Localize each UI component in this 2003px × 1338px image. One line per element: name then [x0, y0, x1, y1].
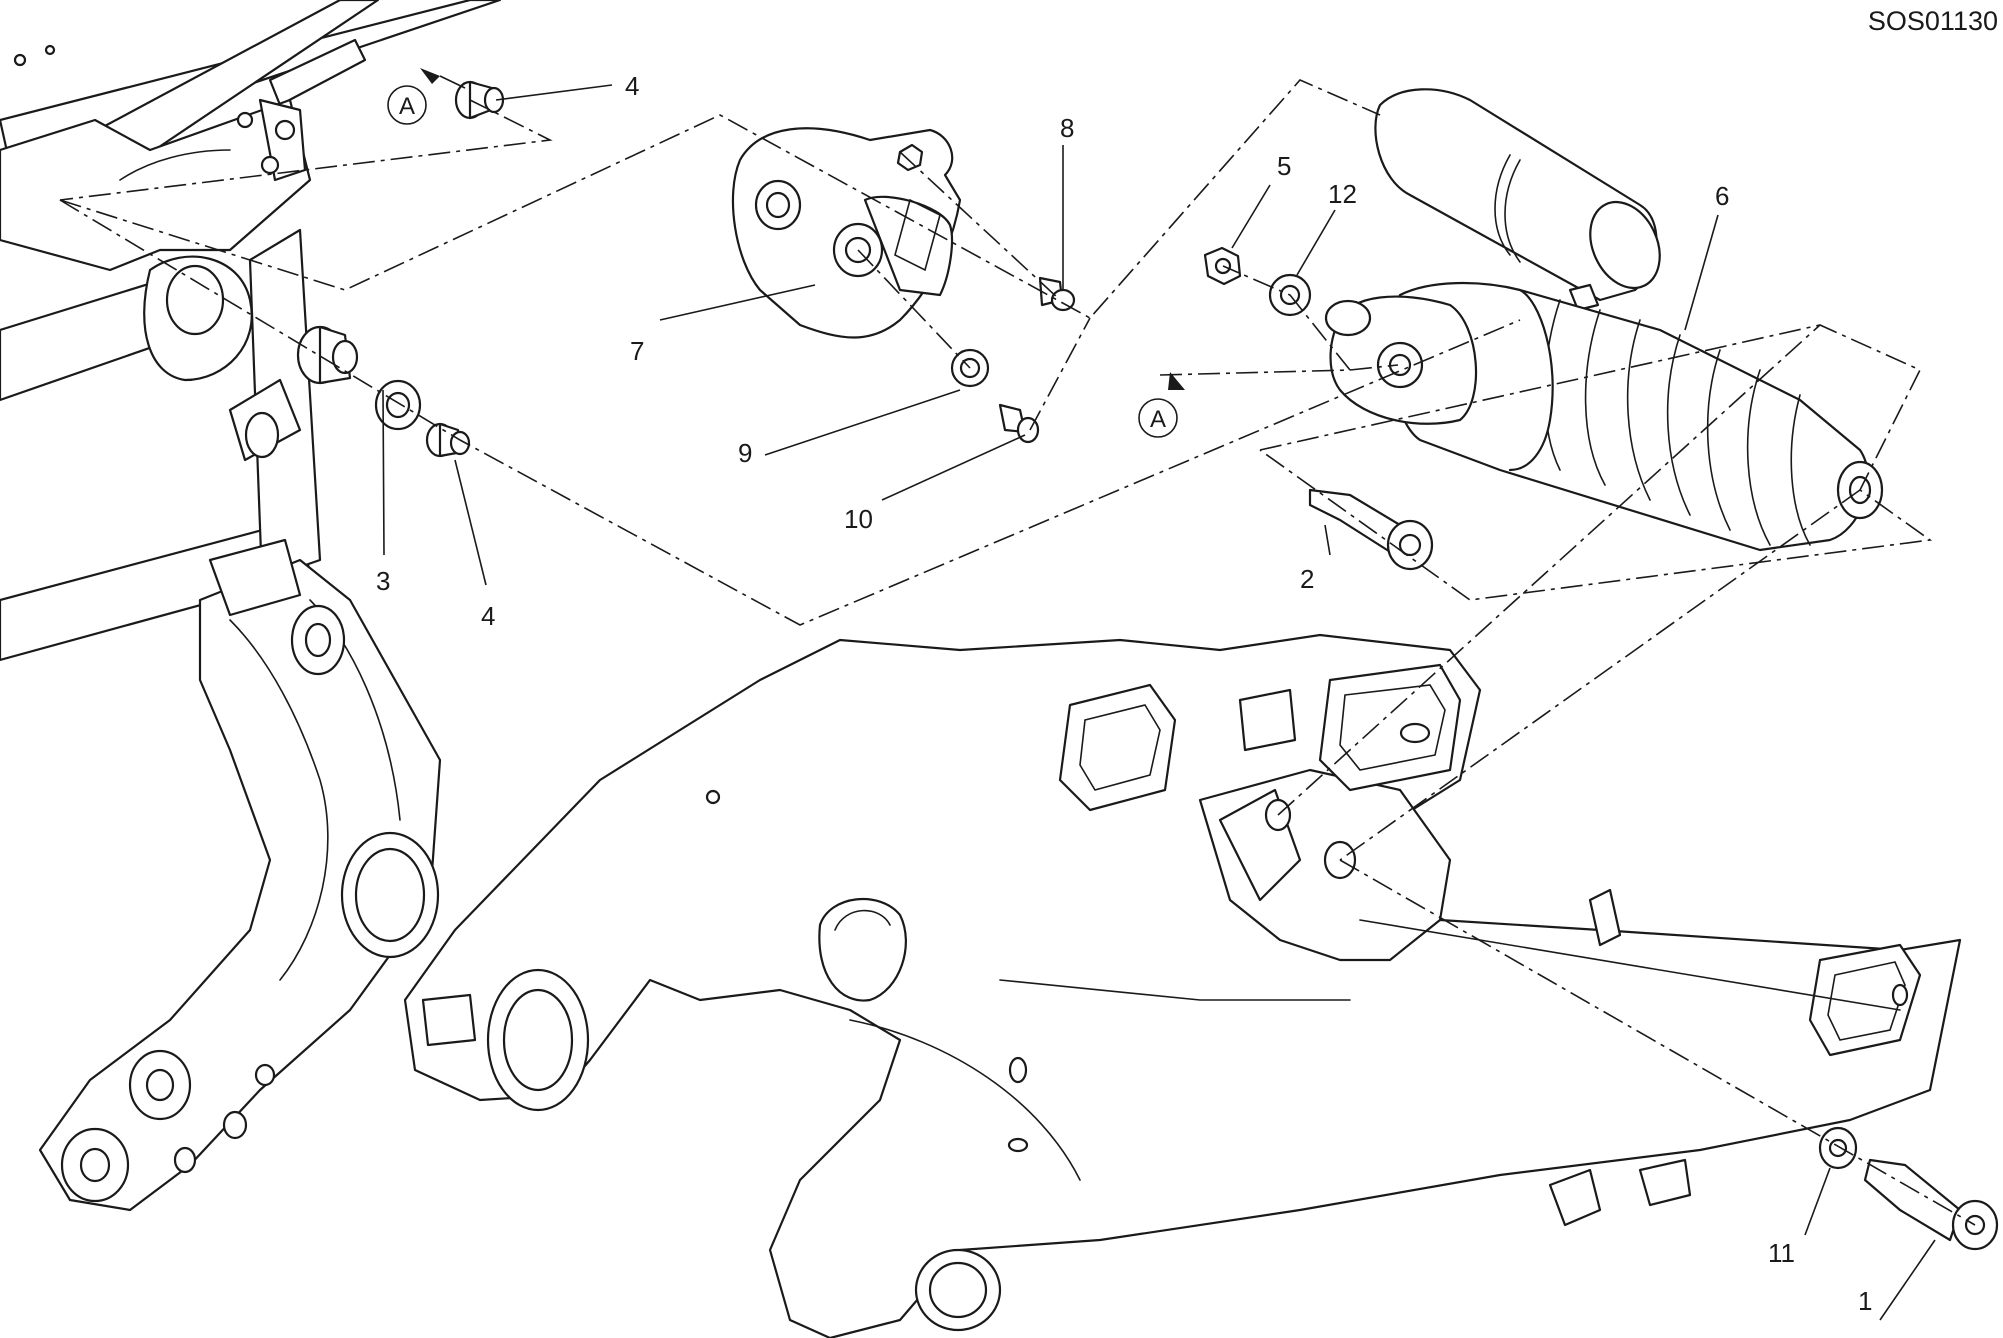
callout-3: 3	[376, 566, 390, 596]
callout-7: 7	[630, 336, 644, 366]
callout-10: 10	[844, 504, 873, 534]
drawing-code: SOS01130	[1868, 6, 1998, 36]
callout-6: 6	[1715, 181, 1729, 211]
assembly-lines	[59, 79, 1976, 1226]
view-marker-a-top: A	[387, 68, 466, 125]
view-marker-label: A	[399, 93, 415, 120]
callout-9: 9	[738, 438, 752, 468]
callout-1: 1	[1858, 1286, 1872, 1316]
callout-12: 12	[1328, 179, 1357, 209]
bushing-top	[454, 80, 505, 120]
callout-labels: 1 2 3 4 4 5 6 7 8 9 10 11 12	[376, 71, 1872, 1316]
shock-cover	[731, 127, 962, 339]
rear-shock-absorber	[1324, 88, 1884, 552]
view-marker-label: A	[1150, 406, 1166, 433]
callout-2: 2	[1300, 564, 1314, 594]
callout-4-top: 4	[625, 71, 639, 101]
callout-4-bottom: 4	[481, 601, 495, 631]
view-marker-a-bottom: A	[1138, 372, 1185, 438]
callout-11: 11	[1768, 1238, 1795, 1268]
swingarm	[403, 633, 1962, 1338]
frame-assembly	[0, 0, 502, 1212]
callout-leaders	[382, 84, 1936, 1321]
callout-5: 5	[1277, 151, 1291, 181]
callout-8: 8	[1060, 113, 1074, 143]
